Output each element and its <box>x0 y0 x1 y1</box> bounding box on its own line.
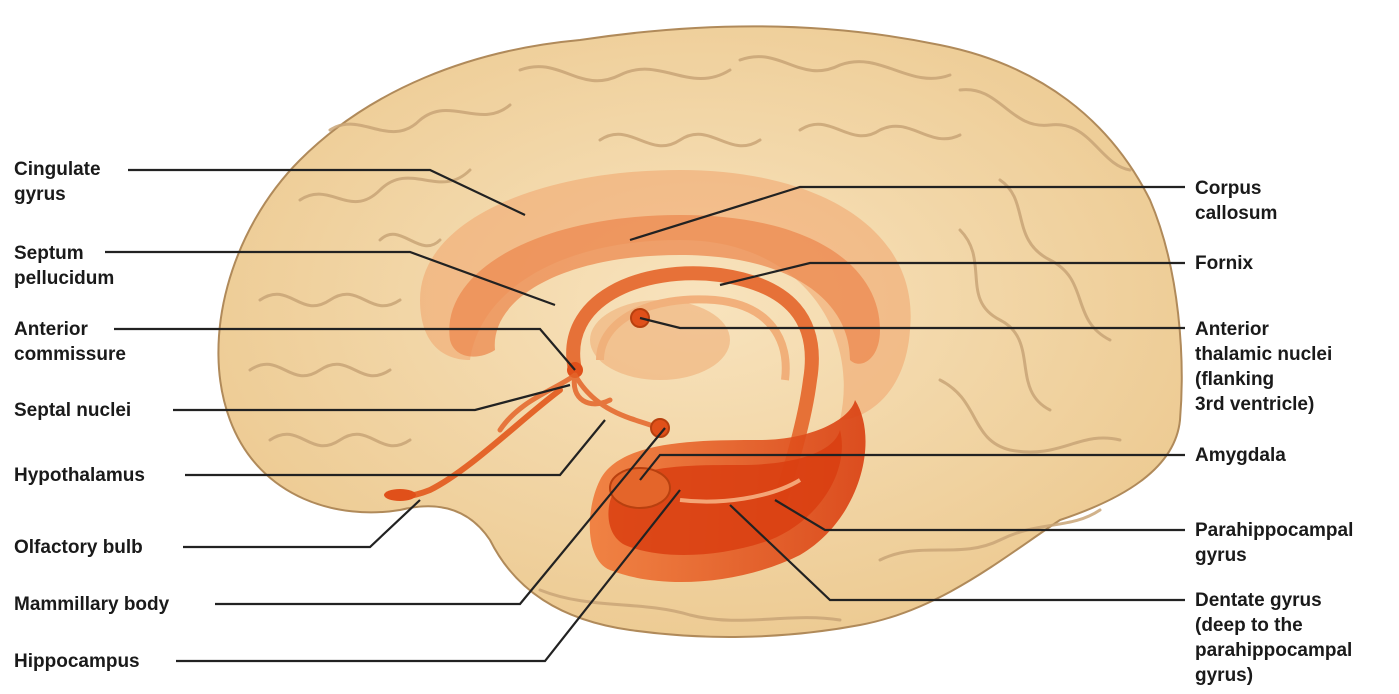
label-septum-pellucidum: Septum pellucidum <box>14 241 114 291</box>
label-anterior-commissure: Anterior commissure <box>14 317 126 367</box>
label-olfactory-bulb: Olfactory bulb <box>14 535 143 560</box>
label-dentate-gyrus: Dentate gyrus (deep to the parahippocamp… <box>1195 588 1352 688</box>
label-amygdala: Amygdala <box>1195 443 1286 468</box>
label-corpus-callosum: Corpus callosum <box>1195 176 1277 226</box>
label-mammillary-body: Mammillary body <box>14 592 169 617</box>
thalamus <box>590 300 730 380</box>
label-fornix: Fornix <box>1195 251 1253 276</box>
label-anterior-thalamic-nuclei: Anterior thalamic nuclei (flanking 3rd v… <box>1195 317 1332 417</box>
olfactory-bulb <box>384 489 416 501</box>
label-hypothalamus: Hypothalamus <box>14 463 145 488</box>
label-parahippocampal-gyrus: Parahippocampal gyrus <box>1195 518 1353 568</box>
label-cingulate-gyrus: Cingulate gyrus <box>14 157 101 207</box>
amygdala <box>610 468 670 508</box>
label-septal-nuclei: Septal nuclei <box>14 398 131 423</box>
label-hippocampus: Hippocampus <box>14 649 140 674</box>
